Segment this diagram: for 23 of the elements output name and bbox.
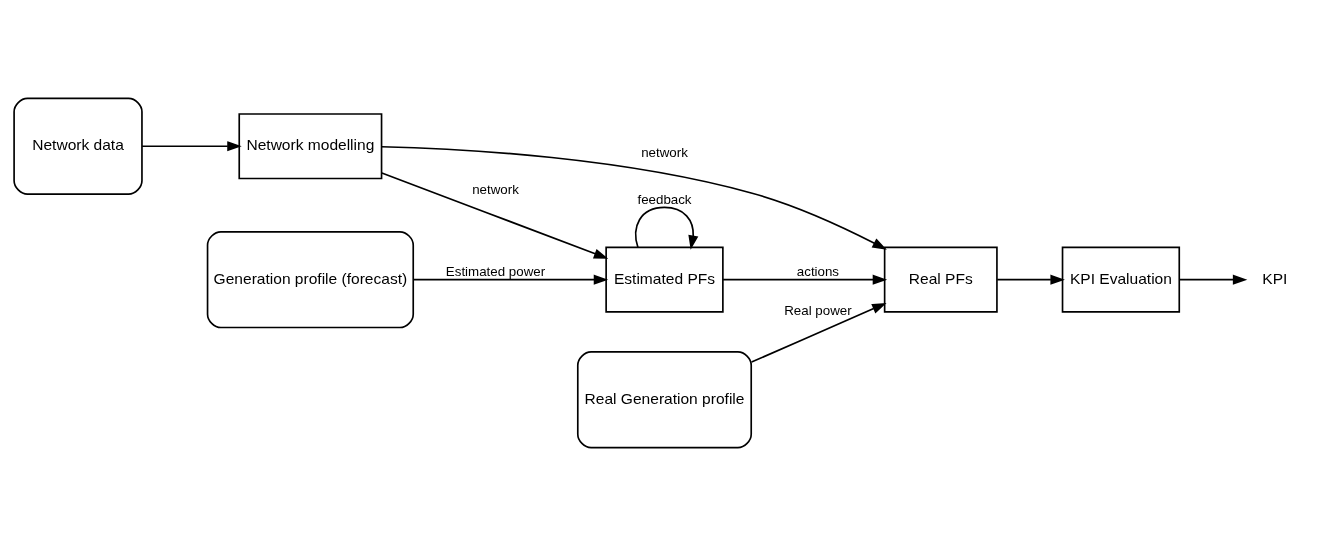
arrow: [1178, 274, 1247, 285]
node-box: Network data: [12, 97, 143, 195]
node-box: Real Generation profile: [576, 350, 752, 448]
node-box: Network modelling: [237, 112, 382, 179]
edge-label: network: [640, 144, 688, 160]
node-box: Generation profile (forecast): [206, 230, 414, 328]
node-box: Real PFs: [883, 246, 998, 313]
arrow: [140, 140, 242, 151]
node-box: Estimated PFs: [604, 246, 724, 313]
arrow: [721, 274, 887, 285]
arrow: [634, 206, 698, 250]
arrow: [411, 274, 608, 285]
node-box: KPI Evaluation: [1061, 246, 1180, 313]
edge-label: network: [471, 181, 519, 197]
edge-label: actions: [796, 263, 839, 279]
arrow: [995, 274, 1065, 285]
edge-label: Estimated power: [445, 263, 545, 279]
arrow: [380, 171, 608, 259]
edge-label: feedback: [636, 191, 692, 207]
node-text: KPI: [1261, 269, 1287, 287]
arrow: [380, 145, 887, 250]
arrow: [750, 302, 887, 363]
edge-label: Real power: [783, 302, 852, 318]
